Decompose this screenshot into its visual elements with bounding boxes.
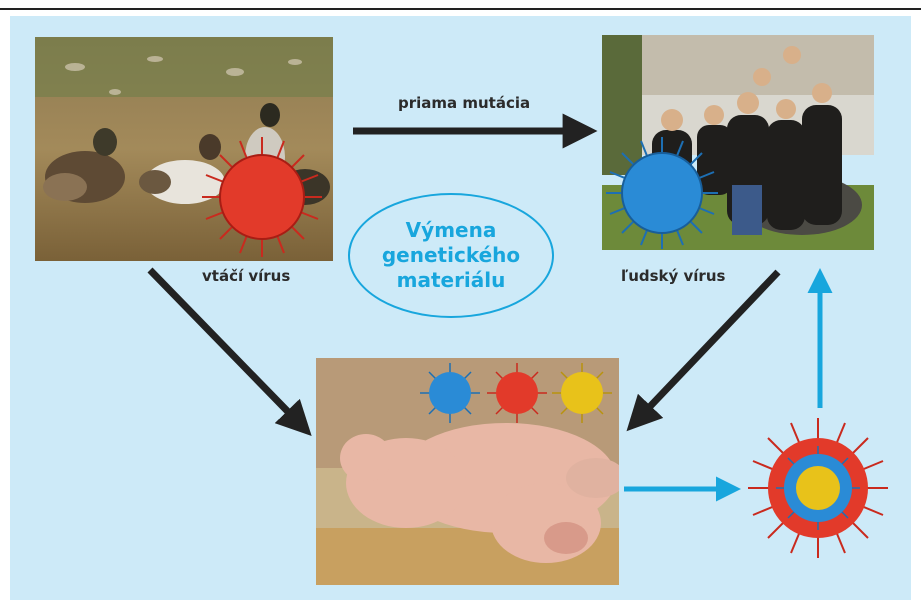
arrow-human-to-pig — [640, 272, 778, 417]
direct-mutation-label: priama mutácia — [398, 94, 530, 112]
human-virus-label: ľudský vírus — [621, 267, 725, 285]
genetic-exchange-ellipse: Výmena genetického materiálu — [348, 193, 554, 318]
center-text-line-1: Výmena — [406, 218, 497, 243]
bird-virus-label: vtáčí vírus — [202, 267, 290, 285]
red-virus-icon — [202, 137, 322, 257]
small-blue-virus-icon — [420, 363, 480, 423]
small-red-virus-icon — [487, 363, 547, 423]
mixed-virus-icon — [748, 418, 888, 558]
arrow-bird-to-pig — [150, 270, 298, 422]
center-text-line-3: materiálu — [397, 268, 506, 293]
small-yellow-virus-icon — [552, 363, 612, 423]
center-text-line-2: genetického — [382, 243, 520, 268]
blue-virus-icon — [606, 137, 718, 249]
